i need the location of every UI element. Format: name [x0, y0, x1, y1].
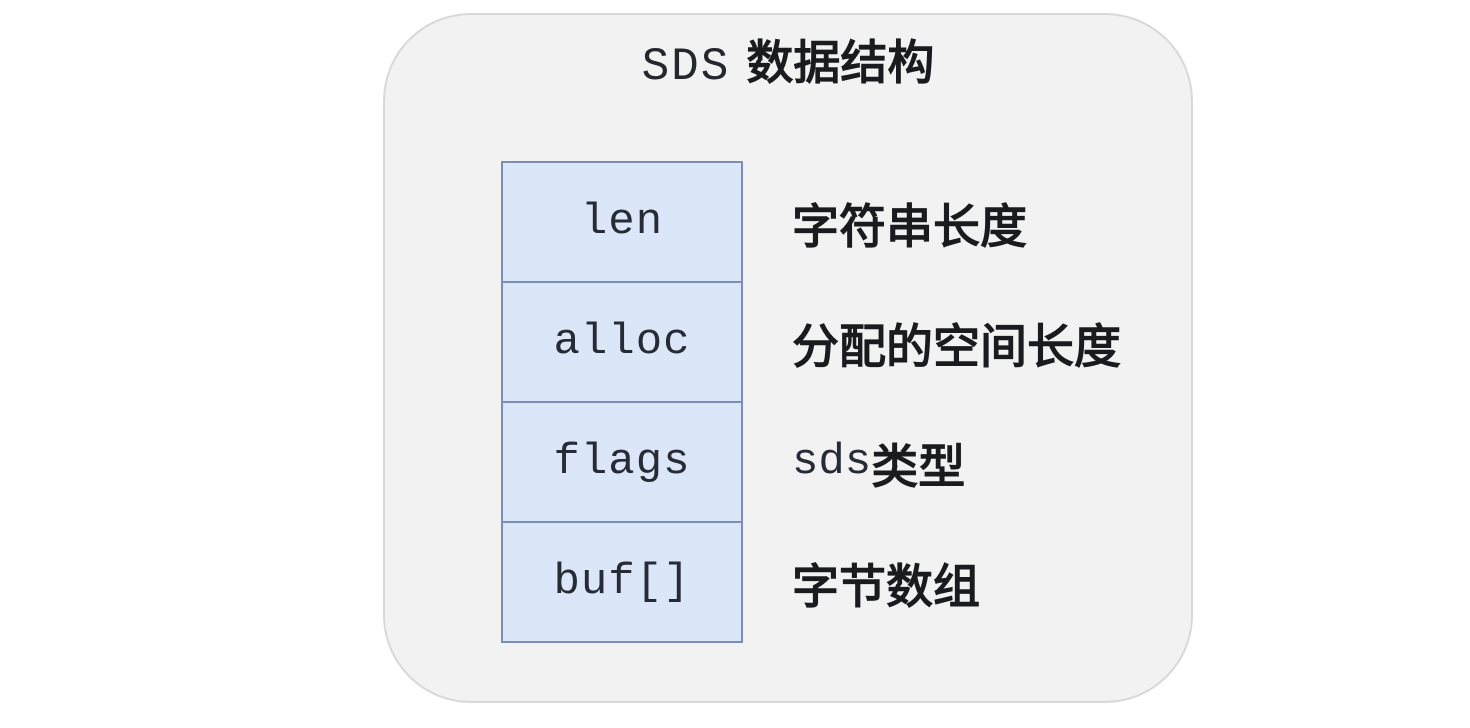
field-label-alloc: alloc	[553, 317, 691, 367]
field-cell-flags: flags	[501, 401, 743, 523]
description-text-part: 字节数组	[792, 559, 980, 613]
description-text-part: 类型	[871, 439, 966, 493]
diagram-title: SDS 数据结构	[383, 34, 1193, 104]
field-stack: len alloc flags buf[]	[501, 161, 743, 643]
field-label-buf: buf[]	[553, 557, 691, 607]
description-text-part: 字符串长度	[792, 199, 1027, 253]
field-cell-alloc: alloc	[501, 281, 743, 403]
description-mono-part: sds	[792, 437, 872, 487]
description-text-part: 分配的空间长度	[792, 319, 1121, 373]
field-label-len: len	[580, 197, 664, 247]
field-description-len: 字符串长度	[792, 161, 1027, 283]
field-description-alloc: 分配的空间长度	[792, 281, 1121, 403]
field-description-buf: 字节数组	[792, 521, 980, 643]
field-label-flags: flags	[553, 437, 691, 487]
title-text: 数据结构	[746, 36, 935, 89]
field-cell-len: len	[501, 161, 743, 283]
title-acronym: SDS	[641, 41, 731, 93]
field-cell-buf: buf[]	[501, 521, 743, 643]
